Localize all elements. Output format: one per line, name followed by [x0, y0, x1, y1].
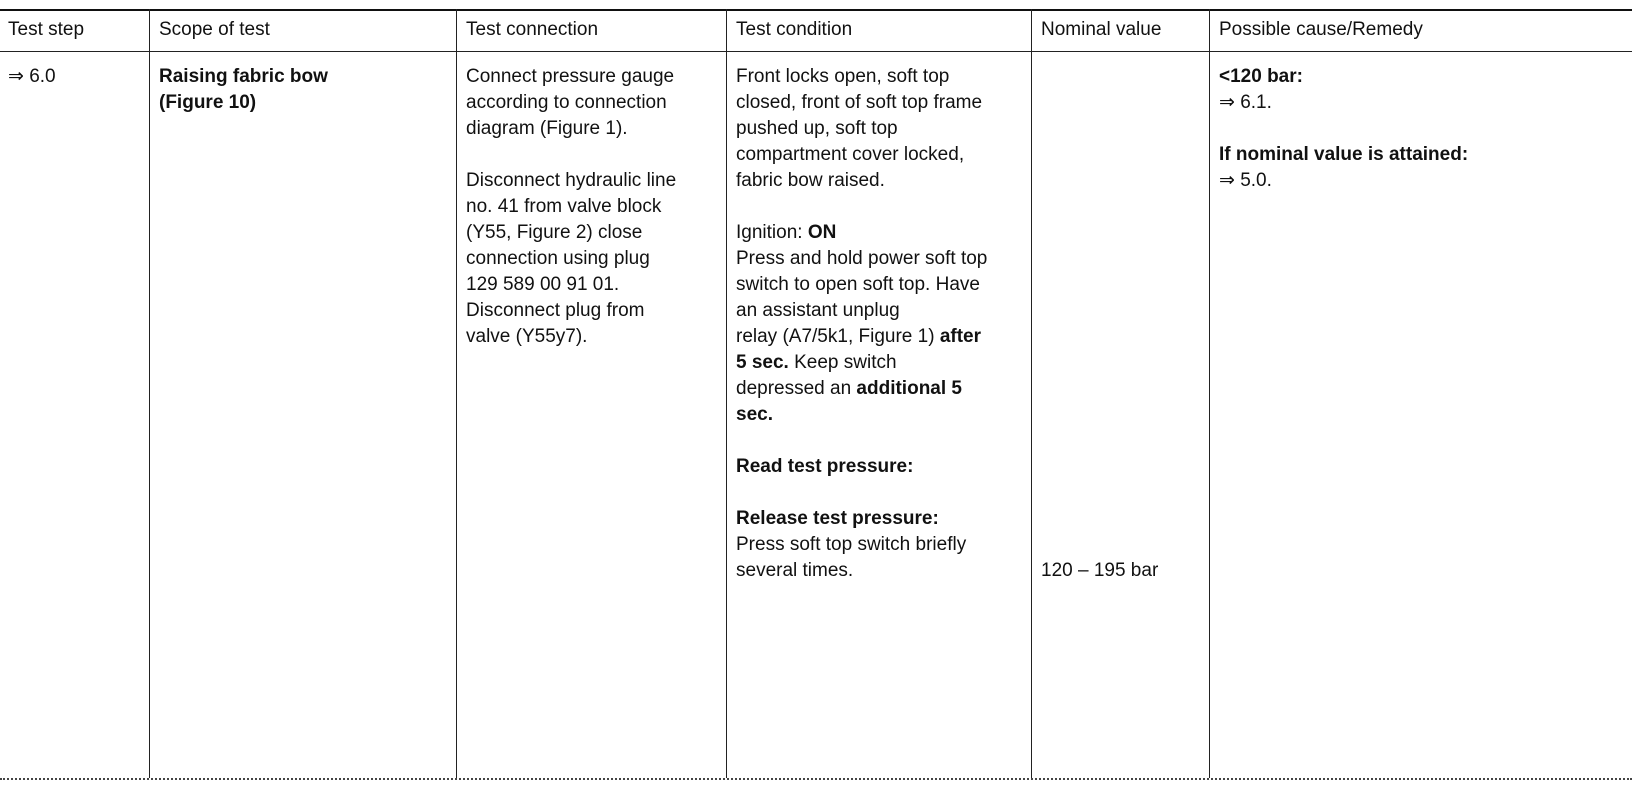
depressed-line: depressed an additional 5 [736, 376, 987, 402]
additional-text: additional 5 [856, 378, 962, 399]
connection-line: no. 41 from valve block [466, 196, 662, 217]
header-condition: Test condition [736, 19, 853, 40]
table-top-rule [0, 9, 1632, 11]
condition-line: fabric bow raised. [736, 170, 885, 191]
connection-line: (Y55, Figure 2) close [466, 222, 643, 243]
column-divider [149, 9, 150, 778]
possible-cause: <120 bar: ⇒ 6.1. If nominal value is att… [1219, 64, 1468, 194]
after-text: after [939, 326, 981, 347]
nominal-attained-label: If nominal value is attained: [1219, 144, 1469, 165]
table-bottom-rule [0, 778, 1632, 780]
nominal-attained-action: ⇒ 5.0. [1219, 170, 1272, 191]
keep-line: 5 sec. Keep switch [736, 350, 987, 376]
scope-of-test: Raising fabric bow (Figure 10) [159, 64, 328, 116]
spacer [466, 142, 676, 168]
header-cause: Possible cause/Remedy [1219, 19, 1423, 40]
connection-line: Connect pressure gauge [466, 66, 675, 87]
scope-line: Raising fabric bow [159, 66, 328, 87]
nominal-value: 120 – 195 bar [1041, 560, 1159, 581]
connection-line: connection using plug [466, 248, 650, 269]
condition-line: Front locks open, soft top [736, 66, 950, 87]
column-divider [1031, 9, 1032, 778]
sec-text: sec. [736, 404, 773, 425]
test-connection: Connect pressure gauge according to conn… [466, 64, 676, 350]
depressed-text: depressed an [736, 378, 857, 399]
ignition-value: ON [807, 222, 837, 243]
spacer [736, 194, 987, 220]
header-scope: Scope of test [159, 19, 270, 40]
scope-line: (Figure 10) [159, 92, 257, 113]
condition-line: compartment cover locked, [736, 144, 965, 165]
condition-line: Press and hold power soft top [736, 248, 988, 269]
header-nominal: Nominal value [1041, 19, 1162, 40]
column-divider [1209, 9, 1210, 778]
release-pressure-label: Release test pressure: [736, 508, 939, 529]
connection-line: 129 589 00 91 01. [466, 274, 620, 295]
relay-text: relay (A7/5k1, Figure 1) [736, 326, 940, 347]
spacer [1219, 116, 1468, 142]
condition-line: several times. [736, 560, 854, 581]
connection-line: Disconnect plug from [466, 300, 645, 321]
condition-line: switch to open soft top. Have [736, 274, 980, 295]
condition-line: an assistant unplug [736, 300, 900, 321]
connection-line: valve (Y55y7). [466, 326, 588, 347]
connection-line: Disconnect hydraulic line [466, 170, 677, 191]
test-step-value: ⇒ 6.0 [8, 66, 56, 87]
connection-line: diagram (Figure 1). [466, 118, 628, 139]
ignition-line: Ignition: ON [736, 220, 987, 246]
read-pressure-label: Read test pressure: [736, 456, 914, 477]
relay-line: relay (A7/5k1, Figure 1) after [736, 324, 987, 350]
ignition-label: Ignition: [736, 222, 808, 243]
header-connection: Test connection [466, 19, 599, 40]
header-test-step: Test step [8, 19, 85, 40]
header-rule [0, 51, 1632, 52]
keep-text: Keep switch [788, 352, 897, 373]
condition-line: Press soft top switch briefly [736, 534, 967, 555]
connection-line: according to connection [466, 92, 667, 113]
lt-120-action: ⇒ 6.1. [1219, 92, 1272, 113]
condition-line: closed, front of soft top frame [736, 92, 983, 113]
five-sec-text: 5 sec. [736, 352, 789, 373]
condition-line: pushed up, soft top [736, 118, 898, 139]
spacer [736, 480, 987, 506]
lt-120-label: <120 bar: [1219, 66, 1303, 87]
spacer [736, 428, 987, 454]
column-divider [726, 9, 727, 778]
test-condition: Front locks open, soft top closed, front… [736, 64, 987, 584]
column-divider [456, 9, 457, 778]
